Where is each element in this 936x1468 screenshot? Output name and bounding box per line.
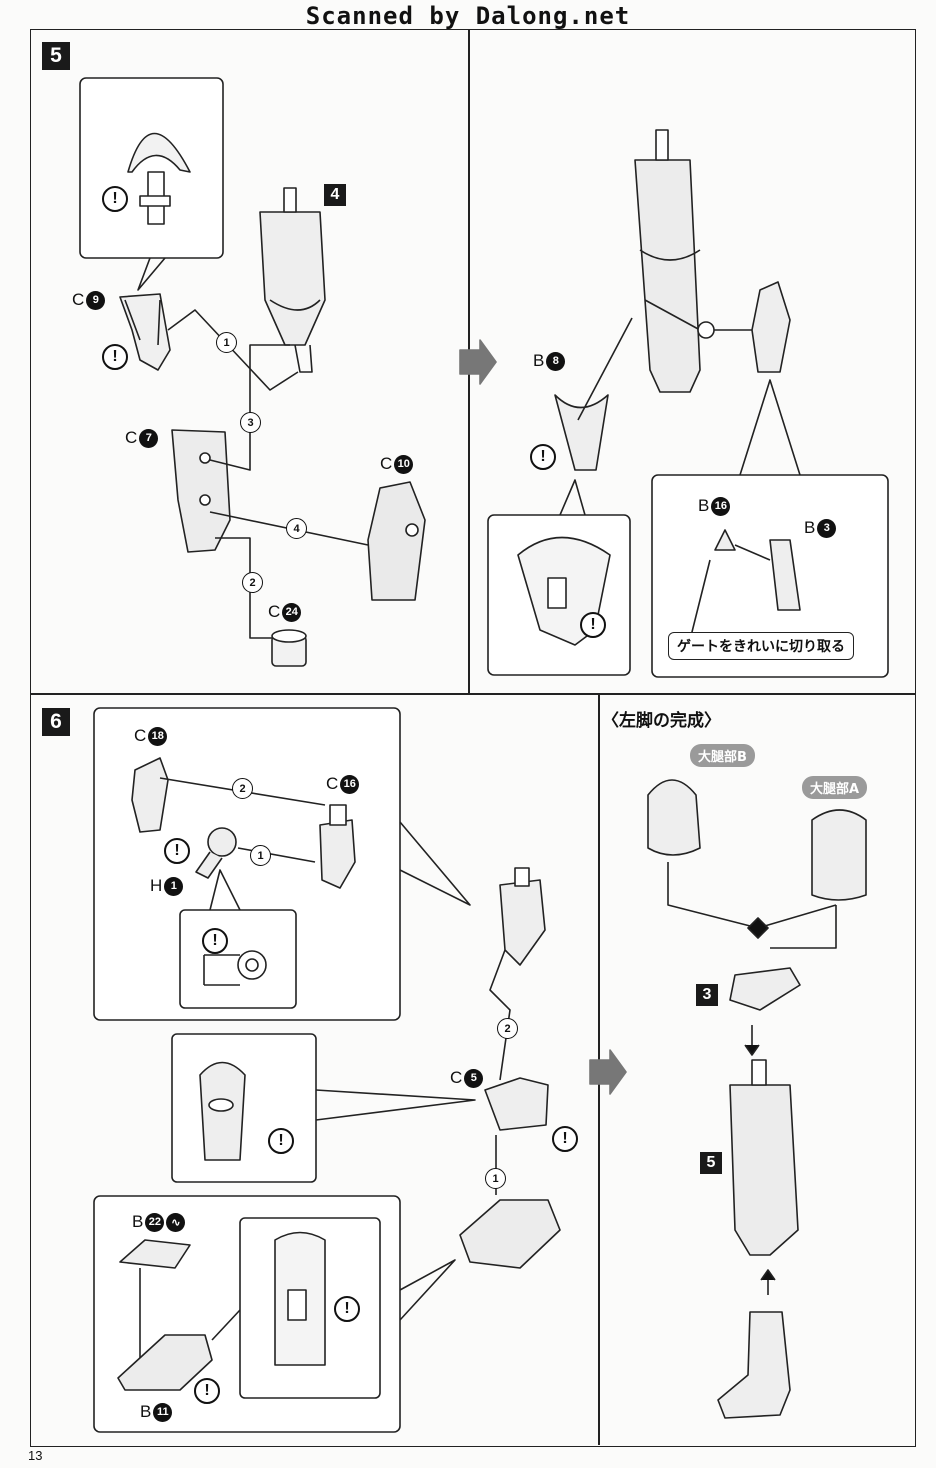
step4-ref-badge: 4 (324, 184, 346, 206)
part-label-c7: C 7 (125, 428, 159, 448)
order-number: 1 (250, 845, 271, 866)
order-marker-4: 4 (286, 518, 307, 539)
glue-icon: ∿ (166, 1212, 186, 1232)
caution-icon: ! (102, 186, 128, 212)
part-runner: C (268, 602, 281, 621)
part-label-c10: C 10 (380, 454, 414, 474)
part-label-b22: B 22 ∿ (132, 1212, 186, 1232)
part-number: 11 (153, 1402, 173, 1422)
part-number: 3 (817, 518, 837, 538)
order-marker-2: 2 (242, 572, 263, 593)
part-label-b3: B 3 (804, 518, 837, 538)
step5-panel (30, 29, 916, 695)
caution-icon: ! (580, 612, 606, 638)
caution-icon: ! (194, 1378, 220, 1404)
part-label-b11: B 11 (140, 1402, 173, 1422)
caution-icon: ! (334, 1296, 360, 1322)
part-runner: B (132, 1212, 144, 1231)
part-label-c5: C 5 (450, 1068, 484, 1088)
thigh-a-label: 大腿部A (802, 776, 868, 799)
part-runner: B (698, 496, 710, 515)
part-runner: H (150, 876, 163, 895)
gate-cut-note: ゲートをきれいに切り取る (668, 632, 854, 660)
part-label-h1: H 1 (150, 876, 184, 896)
part-number: 1 (164, 876, 184, 896)
part-runner: B (533, 351, 545, 370)
step5-ref-badge: 5 (700, 1152, 722, 1174)
order-marker-3: 3 (240, 412, 261, 433)
step5-number-badge: 5 (42, 42, 70, 70)
part-number: 9 (86, 290, 106, 310)
part-runner: C (326, 774, 339, 793)
part-label-c9: C 9 (72, 290, 106, 310)
order-number: 2 (497, 1018, 518, 1039)
part-label-b16: B 16 (698, 496, 731, 516)
part-label-c18: C 18 (134, 726, 168, 746)
part-runner: B (804, 518, 816, 537)
part-number: 7 (139, 428, 159, 448)
part-number: 8 (546, 351, 566, 371)
part-label-c16: C 16 (326, 774, 360, 794)
caution-icon: ! (102, 344, 128, 370)
thigh-b-label: 大腿部B (690, 744, 755, 767)
order-number: 4 (286, 518, 307, 539)
order-marker-1: 1 (250, 845, 271, 866)
step6-number-badge: 6 (42, 708, 70, 736)
step3-ref-badge: 3 (696, 984, 718, 1006)
part-label-b8: B 8 (533, 351, 566, 371)
order-number: 1 (485, 1168, 506, 1189)
part-number: 18 (148, 726, 168, 746)
part-runner: C (450, 1068, 463, 1087)
caution-icon: ! (164, 838, 190, 864)
order-marker-1: 1 (485, 1168, 506, 1189)
part-number: 5 (464, 1068, 484, 1088)
part-number: 24 (282, 602, 302, 622)
page-number: 13 (28, 1448, 43, 1463)
part-runner: C (125, 428, 138, 447)
caution-icon: ! (552, 1126, 578, 1152)
part-label-c24: C 24 (268, 602, 302, 622)
order-number: 1 (216, 332, 237, 353)
part-number: 22 (145, 1212, 165, 1232)
order-number: 3 (240, 412, 261, 433)
left-leg-complete-title: 〈左脚の完成〉 (602, 711, 721, 731)
caution-icon: ! (202, 928, 228, 954)
order-marker-2: 2 (497, 1018, 518, 1039)
part-runner: C (380, 454, 393, 473)
caution-icon: ! (530, 444, 556, 470)
part-number: 10 (394, 454, 414, 474)
order-marker-2: 2 (232, 778, 253, 799)
order-number: 2 (232, 778, 253, 799)
part-number: 16 (711, 496, 731, 516)
step6-panel (30, 693, 916, 1447)
caution-icon: ! (268, 1128, 294, 1154)
part-runner: B (140, 1402, 152, 1421)
part-runner: C (134, 726, 147, 745)
part-runner: C (72, 290, 85, 309)
watermark-header: Scanned by Dalong.net (305, 2, 631, 30)
part-number: 16 (340, 774, 360, 794)
order-marker-1: 1 (216, 332, 237, 353)
order-number: 2 (242, 572, 263, 593)
